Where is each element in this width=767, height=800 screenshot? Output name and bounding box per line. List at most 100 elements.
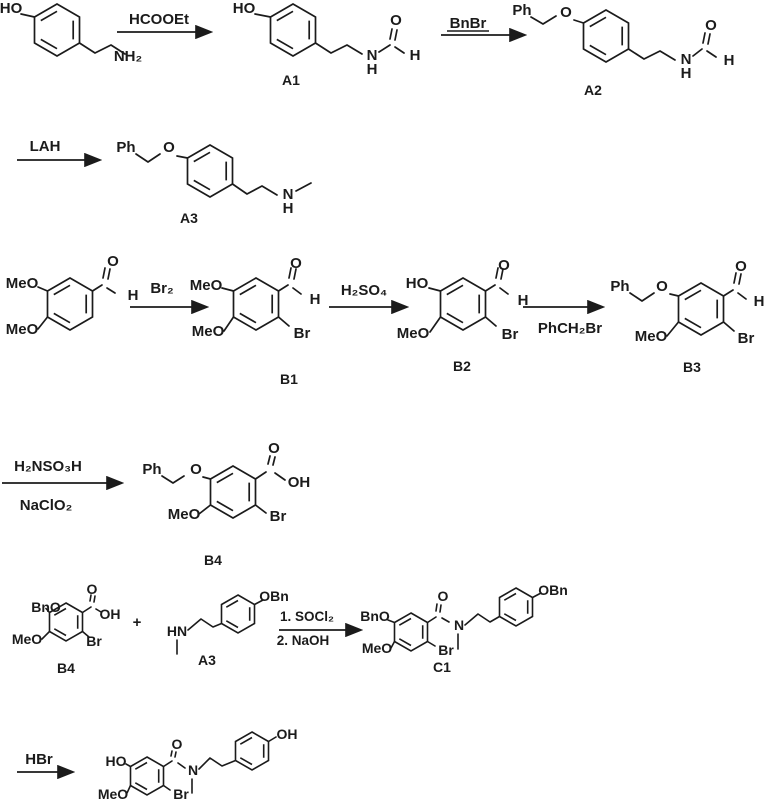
bromo-label: Br bbox=[270, 508, 287, 525]
benzene-ring bbox=[209, 465, 257, 519]
benzyloxy-label: BnO bbox=[31, 599, 61, 615]
reaction-arrow-step2: BnBr bbox=[441, 15, 528, 43]
methoxy-label: MeO bbox=[12, 631, 42, 647]
phenyl-label: Ph bbox=[142, 461, 161, 478]
structure-a3: Ph O N H A3 bbox=[116, 139, 312, 226]
structure-b4: Ph O O OH MeO Br B4 bbox=[142, 440, 310, 568]
methoxy-label: MeO bbox=[98, 786, 128, 800]
phenyl-label: Ph bbox=[610, 278, 629, 295]
methoxy-label: MeO bbox=[6, 321, 39, 338]
amine-label: NH₂ bbox=[114, 48, 142, 65]
benzyloxy-label: OBn bbox=[259, 588, 289, 604]
ether-o-label: O bbox=[190, 461, 202, 478]
formyl-h-label: H bbox=[410, 47, 421, 64]
compound-label-b4: B4 bbox=[57, 660, 75, 676]
benzene-ring bbox=[677, 282, 725, 336]
reagent-label-top: 1. SOCl₂ bbox=[280, 609, 334, 624]
bond-lines bbox=[125, 736, 277, 794]
hydroxyl-label: HO bbox=[106, 753, 127, 769]
bond-lines bbox=[387, 592, 542, 650]
hydroxyl-label: HO bbox=[233, 0, 256, 17]
bond-lines bbox=[221, 267, 302, 332]
compound-label-c1: C1 bbox=[433, 659, 451, 675]
reagent-label-bottom: NaClO₂ bbox=[20, 497, 73, 514]
benzene-ring bbox=[232, 277, 280, 331]
structure-veratraldehyde: MeO MeO O H bbox=[6, 253, 139, 338]
benzene-ring-right bbox=[498, 587, 534, 627]
nh-label: H bbox=[681, 65, 692, 82]
structure-tyramine: HO NH₂ bbox=[0, 0, 142, 65]
reaction-arrow-step5: H₂SO₄ bbox=[329, 282, 410, 315]
methoxy-label: MeO bbox=[192, 323, 225, 340]
carbonyl-o-label: O bbox=[705, 17, 717, 34]
compound-label-a2: A2 bbox=[584, 82, 602, 98]
ether-o-label: O bbox=[656, 278, 668, 295]
carbonyl-o-label: O bbox=[268, 440, 280, 457]
methoxy-label: MeO bbox=[6, 275, 39, 292]
reagent-label: HBr bbox=[25, 751, 53, 768]
structure-b3: Ph O MeO O H Br B3 bbox=[610, 258, 764, 375]
reagent-label: Br₂ bbox=[150, 280, 173, 297]
methoxy-label: MeO bbox=[190, 277, 223, 294]
benzene-ring-left bbox=[393, 612, 429, 652]
compound-label-b4: B4 bbox=[204, 552, 222, 568]
bond-lines bbox=[254, 13, 405, 55]
benzyloxy-label-right: OBn bbox=[538, 582, 568, 598]
structure-b4-row5: BnO O OH MeO Br B4 bbox=[12, 581, 121, 676]
formyl-h-label: H bbox=[128, 287, 139, 304]
reaction-arrow-step4: Br₂ bbox=[130, 280, 210, 315]
nitrogen-label: N bbox=[367, 47, 378, 64]
formyl-h-label: H bbox=[518, 292, 529, 309]
ether-o-label: O bbox=[163, 139, 175, 156]
carbonyl-o-label: O bbox=[87, 581, 98, 597]
structure-a2: Ph O N H O H A2 bbox=[512, 2, 734, 98]
bromo-label: Br bbox=[86, 633, 102, 649]
bromo-label: Br bbox=[438, 642, 454, 658]
nitrogen-label: N bbox=[188, 762, 198, 778]
bromo-label: Br bbox=[173, 786, 189, 800]
benzene-ring bbox=[582, 9, 630, 63]
nitrogen-label: N bbox=[454, 617, 464, 633]
reagent-label-bottom: 2. NaOH bbox=[277, 633, 330, 648]
compound-label-b1: B1 bbox=[280, 371, 298, 387]
bond-lines bbox=[135, 153, 312, 196]
reaction-arrow-step1: HCOOEt bbox=[117, 11, 214, 40]
phenyl-label: Ph bbox=[512, 2, 531, 19]
carbonyl-o-label: O bbox=[390, 12, 402, 29]
reagent-label-top: H₂NSO₃H bbox=[14, 458, 82, 475]
bond-lines bbox=[41, 594, 102, 640]
carbonyl-o-label: O bbox=[107, 253, 119, 270]
benzene-ring bbox=[220, 594, 256, 634]
acid-oh-label: OH bbox=[100, 606, 121, 622]
phenyl-label: Ph bbox=[116, 139, 135, 156]
formyl-h-label: H bbox=[754, 293, 765, 310]
carbonyl-o-label: O bbox=[290, 255, 302, 272]
benzene-ring-left bbox=[129, 756, 165, 796]
compound-label-b3: B3 bbox=[683, 359, 701, 375]
acid-oh-label: OH bbox=[288, 474, 311, 491]
ether-o-label: O bbox=[560, 4, 572, 21]
bond-lines bbox=[530, 15, 717, 61]
structure-b2: HO MeO O H Br B2 bbox=[397, 257, 529, 374]
benzene-ring bbox=[33, 3, 81, 57]
reagent-label: PhCH₂Br bbox=[538, 320, 602, 337]
benzene-ring bbox=[46, 277, 94, 331]
structure-c1: BnO O MeO Br N OBn C1 bbox=[360, 582, 568, 675]
nh-label: H bbox=[367, 61, 378, 78]
bond-lines bbox=[161, 455, 286, 515]
compound-label-a3: A3 bbox=[198, 652, 216, 668]
carbonyl-o-label: O bbox=[172, 736, 183, 752]
methoxy-label: MeO bbox=[362, 640, 392, 656]
bond-lines bbox=[176, 599, 264, 655]
benzene-ring bbox=[269, 3, 317, 57]
structure-a3-row5: HN OBn A3 bbox=[167, 588, 289, 668]
benzene-ring-right bbox=[234, 731, 270, 771]
bromo-label: Br bbox=[294, 325, 311, 342]
bond-lines bbox=[37, 267, 116, 330]
carbonyl-o-label: O bbox=[438, 588, 449, 604]
formyl-h-label: H bbox=[724, 52, 735, 69]
phenol-oh-label: OH bbox=[277, 726, 298, 742]
benzene-ring bbox=[186, 144, 234, 198]
